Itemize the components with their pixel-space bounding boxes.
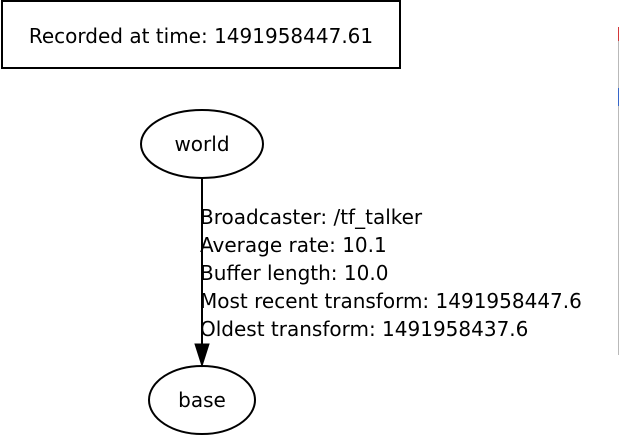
node-base: base (148, 365, 256, 435)
recorded-time-box: Recorded at time: 1491958447.61 (1, 0, 401, 69)
edge-label-most-recent: Most recent transform: 1491958447.6 (200, 289, 582, 313)
right-edge-blue-mark (618, 88, 619, 106)
right-edge-divider (618, 30, 619, 355)
edge-label-buffer-length: Buffer length: 10.0 (200, 261, 388, 285)
edge-label-average-rate: Average rate: 10.1 (200, 233, 387, 257)
recorded-time-label: Recorded at time: 1491958447.61 (28, 23, 374, 48)
arrow-down-icon (194, 343, 210, 368)
edge-label-broadcaster: Broadcaster: /tf_talker (200, 205, 423, 229)
right-edge-red-mark (618, 27, 619, 41)
node-world: world (140, 109, 264, 179)
node-world-label: world (174, 132, 229, 156)
edge-label: Broadcaster: /tf_talker Average rate: 10… (200, 205, 582, 341)
edge-world-to-base (194, 178, 210, 368)
node-base-label: base (178, 388, 226, 412)
node-base-ellipse (148, 365, 256, 435)
edge-label-oldest: Oldest transform: 1491958437.6 (200, 317, 528, 341)
